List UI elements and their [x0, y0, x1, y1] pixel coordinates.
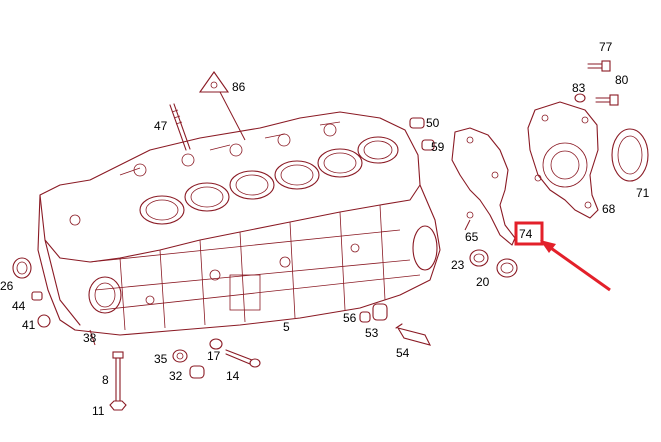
part-68-rear-plate[interactable]: [527, 101, 599, 219]
label-35[interactable]: 35: [154, 352, 168, 366]
label-41[interactable]: 41: [22, 318, 36, 332]
part-56-plug[interactable]: [359, 311, 371, 323]
part-74-timing-cover-gasket[interactable]: [451, 127, 516, 246]
part-71-rear-seal[interactable]: [611, 128, 649, 182]
label-80[interactable]: 80: [615, 73, 629, 87]
part-20-seal[interactable]: [496, 258, 518, 278]
part-50-plug[interactable]: [409, 117, 425, 129]
part-77-bolt[interactable]: [587, 60, 611, 72]
part-59-plug[interactable]: [421, 139, 435, 151]
label-47[interactable]: 47: [154, 119, 168, 133]
label-86[interactable]: 86: [232, 80, 246, 94]
label-53[interactable]: 53: [365, 326, 379, 340]
label-32[interactable]: 32: [169, 369, 183, 383]
part-17-plug[interactable]: [209, 338, 223, 350]
part-32-plug[interactable]: [189, 365, 205, 379]
label-11[interactable]: 11: [92, 404, 105, 418]
label-5[interactable]: 5: [283, 320, 290, 334]
label-54[interactable]: 54: [396, 346, 410, 360]
part-65-seal[interactable]: [464, 219, 471, 231]
part-80-bolt[interactable]: [595, 94, 619, 106]
label-14[interactable]: 14: [226, 369, 240, 383]
part-8-bolt[interactable]: [112, 351, 124, 403]
arrow-head-icon: [540, 240, 556, 253]
label-59[interactable]: 59: [431, 140, 445, 154]
highlight-marker: [514, 221, 611, 292]
label-20[interactable]: 20: [476, 275, 490, 289]
part-23-oring[interactable]: [469, 249, 489, 267]
part-26-seal[interactable]: [12, 257, 32, 279]
label-17[interactable]: 17: [207, 349, 221, 363]
part-44-plug[interactable]: [31, 291, 43, 301]
label-38[interactable]: 38: [83, 331, 97, 345]
part-86-plug[interactable]: [198, 71, 246, 141]
engine-block[interactable]: [37, 111, 441, 336]
label-77[interactable]: 77: [599, 40, 613, 54]
part-14-bolt[interactable]: [225, 349, 261, 368]
part-53-plug[interactable]: [372, 303, 388, 321]
label-44[interactable]: 44: [12, 299, 26, 313]
label-71[interactable]: 71: [636, 186, 650, 200]
label-23[interactable]: 23: [451, 258, 465, 272]
label-26[interactable]: 26: [0, 279, 14, 293]
part-54-sensor[interactable]: [395, 323, 432, 346]
part-35-washer[interactable]: [172, 349, 188, 363]
part-11-nut[interactable]: [109, 400, 127, 411]
part-labels: 5 8 11 14 17 20 23 26 32 35 38 41 44 47 …: [0, 40, 650, 418]
part-41-plug[interactable]: [37, 314, 51, 328]
part-47-stud[interactable]: [169, 103, 191, 151]
label-68[interactable]: 68: [602, 202, 616, 216]
label-83[interactable]: 83: [572, 81, 586, 95]
label-8[interactable]: 8: [102, 373, 109, 387]
label-65[interactable]: 65: [465, 230, 479, 244]
label-74[interactable]: 74: [519, 227, 533, 241]
part-38-bracket[interactable]: [89, 329, 96, 346]
label-56[interactable]: 56: [343, 311, 357, 325]
part-83-washer[interactable]: [574, 93, 586, 103]
label-50[interactable]: 50: [426, 116, 440, 130]
